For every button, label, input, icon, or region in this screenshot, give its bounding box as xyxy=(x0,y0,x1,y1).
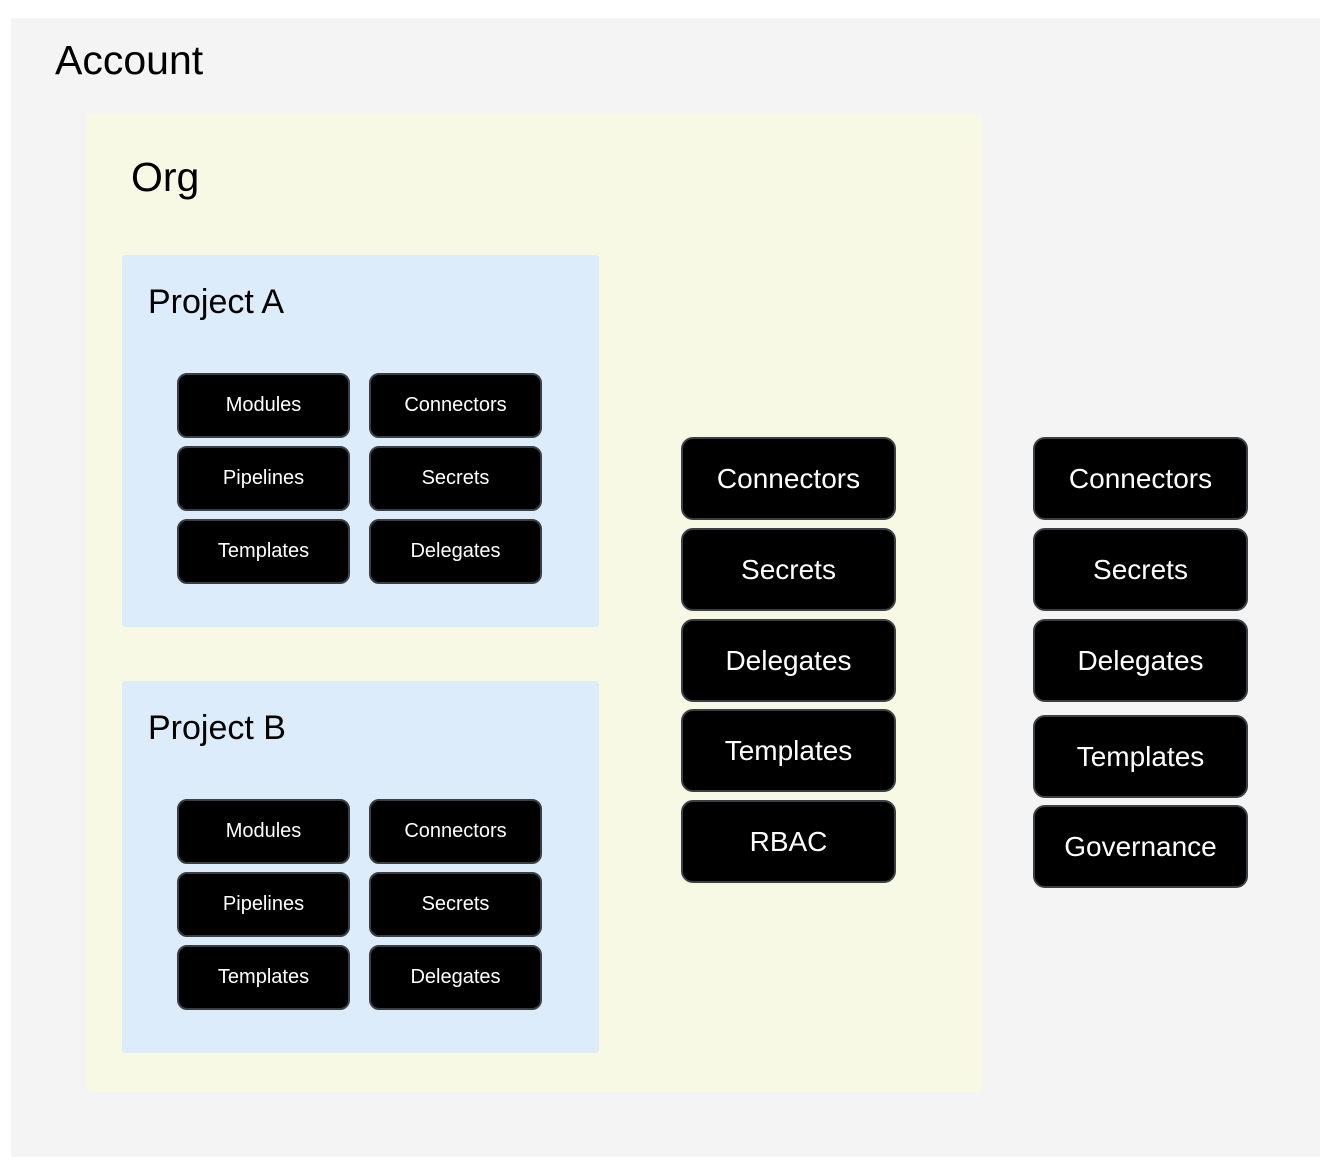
account-title: Account xyxy=(55,37,204,83)
project-b-resources: Modules Connectors Pipelines Secrets Tem… xyxy=(177,799,543,1010)
org-templates: Templates xyxy=(681,709,896,792)
org-delegates: Delegates xyxy=(681,619,896,702)
account-secrets: Secrets xyxy=(1033,528,1248,611)
account-delegates: Delegates xyxy=(1033,619,1248,702)
project-b-pipelines: Pipelines xyxy=(177,872,350,937)
project-b-container: Project B Modules Connectors Pipelines S… xyxy=(122,681,599,1053)
project-b-modules: Modules xyxy=(177,799,350,864)
project-b-connectors: Connectors xyxy=(369,799,542,864)
org-secrets: Secrets xyxy=(681,528,896,611)
account-templates: Templates xyxy=(1033,715,1248,798)
project-b-templates: Templates xyxy=(177,945,350,1010)
project-a-delegates: Delegates xyxy=(369,519,542,584)
project-a-container: Project A Modules Connectors Pipelines S… xyxy=(122,255,599,627)
project-a-pipelines: Pipelines xyxy=(177,446,350,511)
account-connectors: Connectors xyxy=(1033,437,1248,520)
project-b-secrets: Secrets xyxy=(369,872,542,937)
project-a-templates: Templates xyxy=(177,519,350,584)
project-a-modules: Modules xyxy=(177,373,350,438)
org-connectors: Connectors xyxy=(681,437,896,520)
project-a-title: Project A xyxy=(148,283,285,321)
project-b-title: Project B xyxy=(148,709,286,747)
account-governance: Governance xyxy=(1033,805,1248,888)
org-rbac: RBAC xyxy=(681,800,896,883)
project-b-delegates: Delegates xyxy=(369,945,542,1010)
project-a-secrets: Secrets xyxy=(369,446,542,511)
org-title: Org xyxy=(131,154,200,200)
project-a-resources: Modules Connectors Pipelines Secrets Tem… xyxy=(177,373,543,584)
project-a-connectors: Connectors xyxy=(369,373,542,438)
